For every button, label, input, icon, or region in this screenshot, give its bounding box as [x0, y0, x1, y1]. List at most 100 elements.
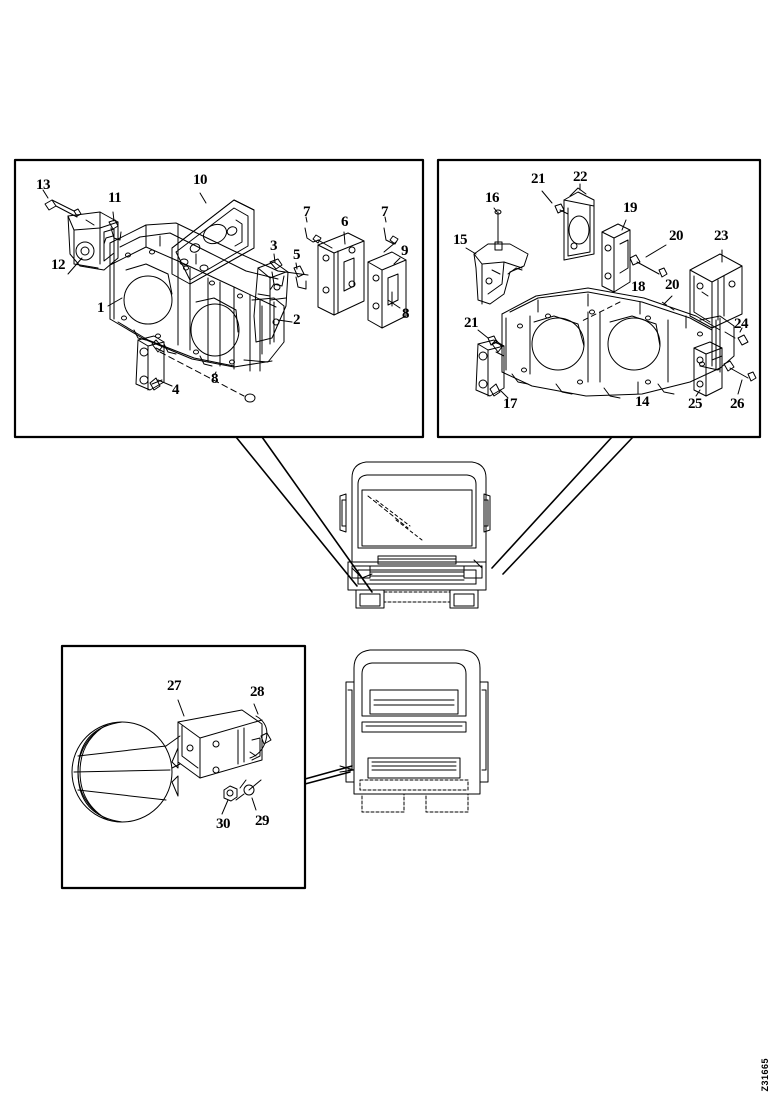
part-22-bracket — [563, 187, 595, 261]
front-bumper-exploded-view — [42, 189, 407, 403]
part-6-plate — [317, 232, 365, 316]
callout-27: 27 — [167, 678, 182, 694]
leader-24 — [739, 327, 743, 333]
part-16-pin — [494, 209, 503, 251]
leader-19 — [621, 219, 627, 231]
rear-lamp-exploded-view — [71, 699, 272, 823]
callout-5: 5 — [293, 247, 301, 263]
part-25-bracket — [693, 341, 723, 397]
part-20-bolt-upper — [629, 254, 668, 278]
leader-13 — [42, 189, 49, 199]
callout-23: 23 — [714, 228, 729, 244]
leader-10 — [199, 192, 207, 204]
part-1-bumper-beam — [109, 222, 309, 372]
leader-20a — [645, 244, 667, 258]
part-21-bolt-lower — [487, 335, 505, 347]
leader-8b — [387, 299, 401, 309]
leader-21a — [541, 190, 553, 204]
leader-21b — [477, 329, 489, 339]
part-4-lower-bracket — [135, 335, 165, 391]
leader-2 — [277, 319, 293, 323]
leader-11 — [112, 211, 115, 222]
leader-28 — [253, 703, 259, 715]
part-7-bolt-left — [304, 227, 333, 249]
callout-12: 12 — [51, 257, 66, 273]
truck-rear-view-drawing — [339, 649, 489, 813]
truck-front-view-drawing — [339, 461, 491, 609]
part-19-bracket-plate — [601, 223, 631, 293]
callout-7-right: 7 — [381, 204, 389, 220]
part-28-harness — [249, 715, 272, 759]
part-23-box-bracket — [689, 253, 743, 329]
part-21-bolt-upper — [554, 203, 569, 215]
callout-21-lower: 21 — [464, 315, 479, 331]
leader-15 — [465, 247, 477, 255]
callout-2: 2 — [293, 312, 301, 328]
leader-30 — [221, 799, 229, 815]
part-26-bolt — [723, 360, 757, 382]
callout-22: 22 — [573, 169, 588, 185]
callout-9: 9 — [401, 243, 409, 259]
callout-18: 18 — [631, 279, 646, 295]
callout-26: 26 — [730, 396, 745, 412]
leader-1 — [107, 297, 123, 307]
callout-17: 17 — [503, 396, 518, 412]
callout-7-left: 7 — [303, 204, 311, 220]
part-9-end-plate — [367, 251, 407, 329]
part-5-bracket — [293, 265, 307, 290]
leader-4 — [157, 379, 173, 387]
leader-16 — [493, 207, 498, 213]
leader-right-panel-to-truck — [491, 436, 634, 575]
callout-28: 28 — [250, 684, 265, 700]
callout-14: 14 — [635, 394, 650, 410]
callout-29: 29 — [255, 813, 270, 829]
callout-8-center: 8 — [211, 371, 219, 387]
leader-29 — [251, 797, 257, 811]
part-15-curved-bracket — [473, 243, 529, 305]
leader-20b — [663, 295, 673, 305]
panel-border-front-bumper — [13, 158, 425, 439]
leader-12 — [67, 257, 83, 275]
part-2-brace — [253, 261, 289, 345]
leader-bottom-panel-to-truck — [304, 765, 353, 785]
part-30-nut — [223, 785, 238, 802]
part-3-bracket — [269, 258, 285, 291]
callout-10: 10 — [193, 172, 208, 188]
leader-7b — [384, 216, 387, 223]
callout-25: 25 — [688, 396, 703, 412]
callout-8-right: 8 — [402, 306, 410, 322]
leader-6 — [343, 231, 346, 245]
callout-24: 24 — [734, 316, 749, 332]
part-7-bolt-right — [383, 227, 399, 253]
callout-20-lower: 20 — [665, 277, 680, 293]
leader-9 — [393, 257, 401, 265]
leader-17 — [499, 389, 509, 399]
callout-13: 13 — [36, 177, 51, 193]
leader-3 — [273, 253, 276, 263]
callout-11: 11 — [108, 190, 122, 206]
callout-16: 16 — [485, 190, 500, 206]
callout-30: 30 — [216, 816, 231, 832]
leader-25 — [695, 389, 701, 397]
drawing-code: Z31665 — [760, 1058, 770, 1092]
panel-border-rear-lamp — [60, 644, 307, 890]
callout-21-upper: 21 — [531, 171, 546, 187]
part-29-screw — [235, 779, 262, 801]
callout-6: 6 — [341, 214, 349, 230]
part-8-long-bolt — [159, 351, 256, 403]
leader-5 — [295, 262, 298, 270]
callout-15: 15 — [453, 232, 468, 248]
part-17-lower-bracket — [475, 339, 505, 397]
leader-26 — [737, 379, 743, 395]
part-lamp-lens-dome — [71, 721, 181, 823]
leader-7a — [305, 216, 308, 223]
panel-border-rear-mount — [436, 158, 762, 439]
callout-3: 3 — [270, 238, 278, 254]
callout-20-upper: 20 — [669, 228, 684, 244]
rear-mount-exploded-view — [465, 183, 757, 399]
part-24-bolt — [724, 331, 749, 346]
callout-1: 1 — [97, 300, 105, 316]
leader-8a — [213, 371, 217, 377]
